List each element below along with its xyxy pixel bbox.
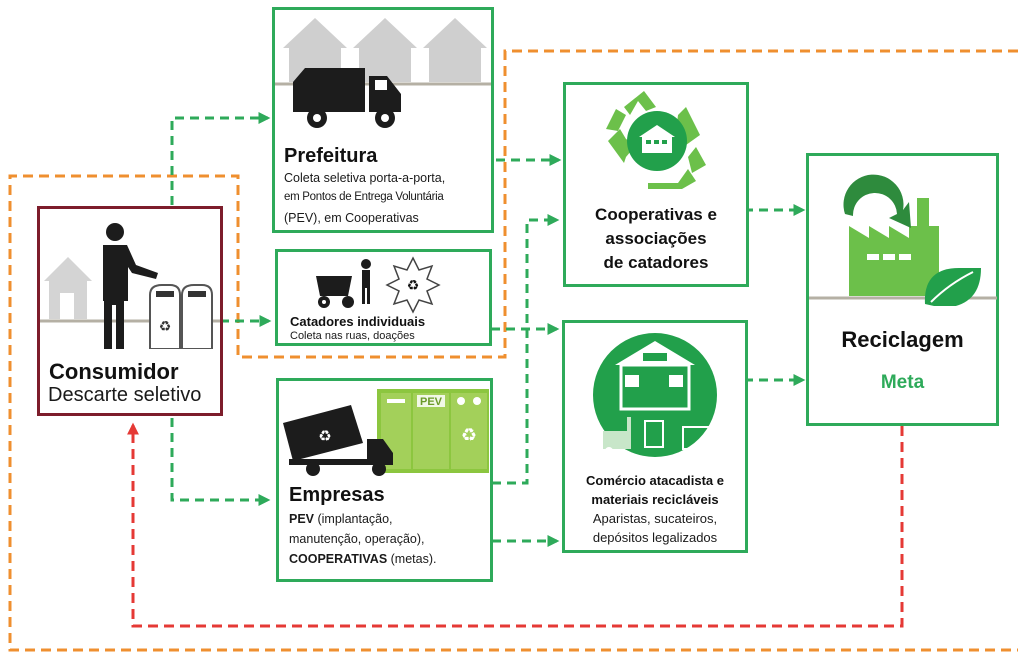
catadores-subtitle: Coleta nas ruas, doações bbox=[290, 330, 415, 342]
empresas-line-2: manutenção, operação), bbox=[289, 532, 425, 546]
cooperativas-line-3: de catadores bbox=[603, 253, 709, 272]
comercio-line-3: Aparistas, sucateiros, bbox=[592, 511, 718, 526]
cooperativas-line-1: Cooperativas e bbox=[595, 205, 717, 224]
catadores-illustration: ♻ bbox=[316, 256, 441, 314]
consumer-illustration: ♻ bbox=[40, 223, 220, 349]
arrow-consumer-prefeitura bbox=[170, 112, 271, 205]
factory-icon bbox=[849, 198, 939, 296]
prefeitura-illustration bbox=[275, 18, 491, 128]
comercio-line-2: materiais recicláveis bbox=[591, 492, 719, 507]
consumidor-subtitle: Descarte seletivo bbox=[48, 384, 202, 406]
green-dashed-arrows bbox=[170, 112, 806, 547]
person-discarding-icon bbox=[103, 223, 158, 349]
prefeitura-line-3: (PEV), em Cooperativas bbox=[284, 211, 419, 225]
orange-dashed-flows bbox=[8, 49, 1018, 652]
dump-truck-icon: ♻ bbox=[283, 405, 393, 476]
pev-container-icon: PEV ♻ bbox=[377, 389, 489, 473]
svg-text:♻: ♻ bbox=[159, 318, 172, 334]
cooperativas-line-2: associações bbox=[605, 229, 707, 248]
empresas-box: PEV ♻ ♻ Empresas PEV (implantação, manut… bbox=[276, 378, 493, 582]
empresas-line-1-rest: (implantação, bbox=[314, 512, 393, 526]
prefeitura-line-2: em Pontos de Entrega Voluntária bbox=[284, 191, 444, 203]
empresas-illustration: PEV ♻ ♻ bbox=[283, 389, 489, 476]
empresas-line-3: COOPERATIVAS (metas). bbox=[289, 552, 436, 566]
forklift-icon bbox=[603, 417, 631, 455]
prefeitura-line-1: Coleta seletiva porta-a-porta, bbox=[284, 171, 446, 185]
prefeitura-title: Prefeitura bbox=[284, 145, 378, 167]
empresas-coop-label: COOPERATIVAS bbox=[289, 552, 388, 566]
catadores-title: Catadores individuais bbox=[290, 314, 426, 329]
garbage-truck-icon bbox=[293, 68, 401, 128]
catadores-box: ♻ Catadores individuais Coleta nas ruas,… bbox=[275, 249, 492, 346]
leaf-icon bbox=[924, 268, 981, 306]
recycle-symbol-icon: ♻ bbox=[385, 256, 441, 314]
comercio-box: Comércio atacadista e materiais recicláv… bbox=[562, 320, 748, 553]
prefeitura-box: Prefeitura Coleta seletiva porta-a-porta… bbox=[272, 7, 494, 233]
empresas-line-3-rest: (metas). bbox=[387, 552, 437, 566]
orange-top-loop bbox=[8, 49, 1018, 652]
svg-text:♻: ♻ bbox=[407, 277, 420, 293]
consumidor-box: ♻ Consumidor Descarte seletivo bbox=[37, 206, 223, 416]
empresas-line-1: PEV (implantação, bbox=[289, 512, 393, 526]
cooperativas-illustration bbox=[606, 91, 706, 189]
arrow-empresas-cooperativas bbox=[492, 214, 560, 485]
recycle-arrows-icon bbox=[843, 174, 911, 228]
svg-text:♻: ♻ bbox=[461, 425, 477, 445]
arrow-consumer-empresas bbox=[170, 418, 271, 506]
reciclagem-box: Reciclagem Meta bbox=[806, 153, 999, 426]
svg-text:♻: ♻ bbox=[318, 428, 331, 445]
red-dashed-return bbox=[127, 422, 904, 628]
pev-bin-label: PEV bbox=[420, 396, 443, 408]
waste-picker-cart-icon bbox=[316, 259, 371, 308]
consumidor-title: Consumidor bbox=[49, 359, 179, 384]
reciclagem-title: Reciclagem bbox=[841, 327, 964, 352]
warehouse-icon bbox=[615, 341, 695, 411]
comercio-line-4: depósitos legalizados bbox=[592, 530, 718, 545]
house-icon bbox=[44, 257, 92, 319]
comercio-illustration bbox=[593, 333, 717, 457]
reciclagem-illustration bbox=[809, 174, 997, 306]
recycle-arrows-icon bbox=[606, 91, 706, 189]
warehouse-icon bbox=[639, 125, 675, 153]
house-icon bbox=[283, 18, 487, 82]
empresas-title: Empresas bbox=[289, 484, 385, 506]
cooperativas-box: Cooperativas e associações de catadores bbox=[563, 82, 749, 287]
comercio-line-1: Comércio atacadista e bbox=[585, 473, 724, 488]
empresas-pev-label: PEV bbox=[289, 512, 315, 526]
reciclagem-subtitle: Meta bbox=[880, 372, 925, 393]
recycling-bin-icon: ♻ bbox=[149, 284, 213, 349]
